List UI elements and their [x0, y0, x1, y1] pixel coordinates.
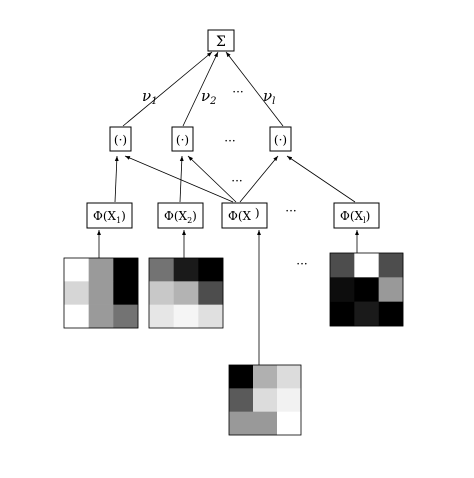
- ellipsis-features: ···: [285, 204, 296, 218]
- pixel-cell: [378, 301, 404, 327]
- ellipsis-weights: ···: [232, 85, 243, 99]
- kernel-node-2: (·): [171, 126, 194, 152]
- pixel-cell: [149, 281, 174, 305]
- pixel-cell: [354, 253, 379, 278]
- pixel-cell: [173, 304, 199, 329]
- pixel-cell: [229, 365, 254, 389]
- feature-label-x: Φ(X ): [228, 206, 260, 223]
- image-border: [148, 257, 224, 329]
- edge-kernel1-sum: [122, 51, 213, 127]
- feature-node-l: Φ(Xl): [333, 202, 380, 229]
- kernel-node-1: (·): [109, 126, 132, 152]
- image-patch-query: [228, 364, 302, 436]
- pixel-cell: [253, 365, 278, 389]
- pixel-cell: [149, 258, 174, 282]
- pixel-cell: [253, 388, 278, 412]
- pixel-cell: [88, 304, 114, 329]
- pixel-cell: [330, 277, 355, 302]
- pixel-cell: [229, 388, 254, 412]
- edge-kernell-sum: [225, 51, 284, 127]
- pixel-cell: [330, 301, 355, 327]
- pixel-cell: [378, 277, 404, 302]
- feature-node-1: Φ(X1): [86, 202, 133, 229]
- pixel-cell: [113, 281, 139, 305]
- image-patch-l: [329, 252, 404, 327]
- edge-feature2-kernel2: [179, 155, 184, 203]
- image-patch-2: [148, 257, 224, 329]
- kernel-node-l: (·): [269, 126, 292, 152]
- ellipsis-edges: ···: [231, 174, 242, 188]
- kernel-label-2: (·): [176, 133, 189, 147]
- weight-label-l: νl: [263, 87, 275, 107]
- pixel-cell: [198, 258, 224, 282]
- pixel-cell: [277, 388, 302, 412]
- pixel-cell: [173, 281, 199, 305]
- edge-feature1-kernel1: [114, 155, 119, 203]
- edge-featurel-kernell: [286, 155, 356, 203]
- sum-node: Σ: [207, 29, 235, 52]
- feature-node-2: Φ(X2): [157, 202, 204, 229]
- image-edges: [97, 230, 359, 365]
- pixel-cell: [64, 258, 89, 282]
- pixel-cell: [149, 304, 174, 329]
- image-patch-1: [63, 257, 139, 329]
- feature-label-2: Φ(X2): [164, 209, 197, 225]
- weight-labels: ν1 ν2 νl: [142, 87, 275, 107]
- feature-label-l: Φ(Xl): [340, 209, 370, 225]
- edge-kernel2-sum: [182, 51, 219, 127]
- image-border: [228, 364, 302, 436]
- edge-featurex-kernel1: [124, 155, 234, 203]
- pixel-cell: [198, 304, 224, 329]
- image-border: [63, 257, 139, 329]
- pixel-cell: [88, 258, 114, 282]
- pixel-cell: [277, 411, 302, 436]
- pixel-cell: [88, 281, 114, 305]
- ellipsis-kernels: ···: [224, 134, 235, 148]
- feature-label-1: Φ(X1): [93, 209, 126, 225]
- pixel-cell: [173, 258, 199, 282]
- pixel-cell: [330, 253, 355, 278]
- pixel-cell: [198, 281, 224, 305]
- pixel-cell: [378, 253, 404, 278]
- pixel-cell: [253, 411, 278, 436]
- sum-symbol: Σ: [216, 34, 226, 50]
- weight-edges: [122, 51, 284, 127]
- feature-edges: [114, 155, 356, 203]
- weight-label-2: ν2: [201, 87, 217, 107]
- pixel-cell: [64, 281, 89, 305]
- ellipsis-images: ···: [296, 257, 307, 271]
- pixel-cell: [113, 304, 139, 329]
- kernel-label-l: (·): [274, 133, 287, 147]
- feature-node-x: Φ(X ): [221, 202, 268, 229]
- edge-featurex-kernel2: [187, 155, 237, 203]
- pixel-cell: [229, 411, 254, 436]
- pixel-cell: [354, 277, 379, 302]
- image-border: [329, 252, 404, 327]
- edge-featurex-kernell: [239, 155, 279, 203]
- pixel-cell: [113, 258, 139, 282]
- pixel-cell: [277, 365, 302, 389]
- kernel-label-1: (·): [114, 133, 127, 147]
- pixel-cell: [64, 304, 89, 329]
- weight-label-1: ν1: [142, 87, 158, 107]
- pixel-cell: [354, 301, 379, 327]
